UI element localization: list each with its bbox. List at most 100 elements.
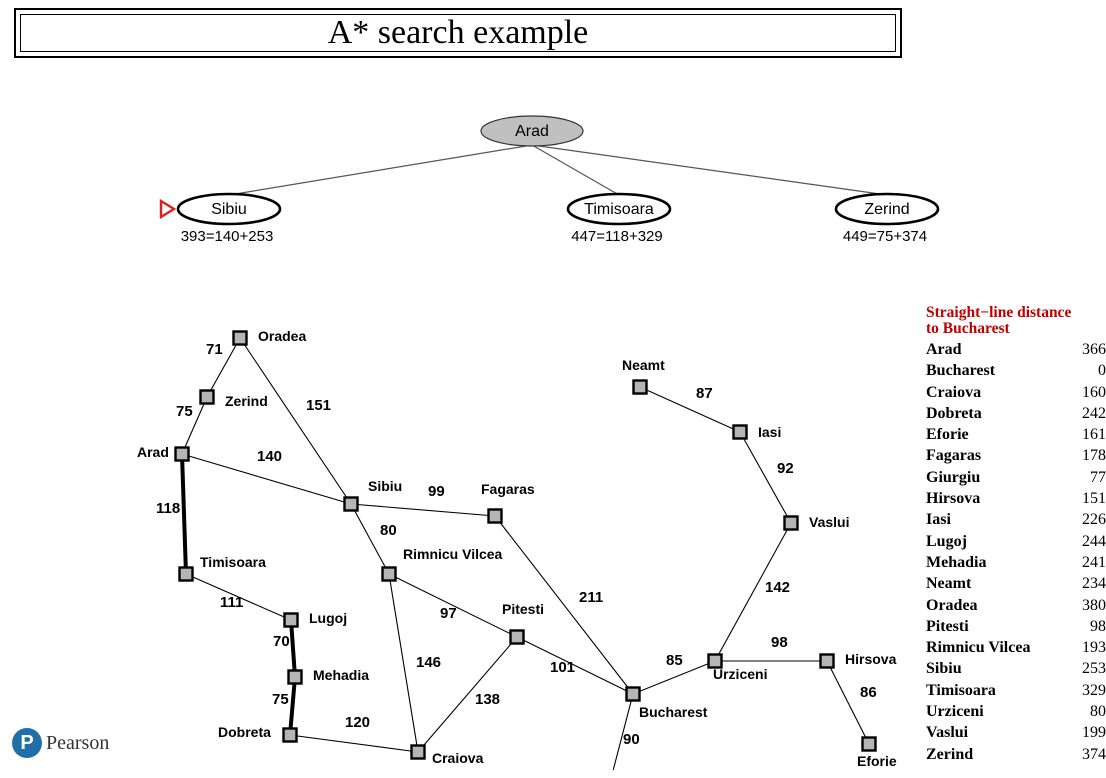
sld-distance: 0 <box>1098 362 1106 380</box>
road-vaslui-iasi <box>739 431 792 524</box>
city-label-zerind: Zerind <box>225 393 268 409</box>
sld-city: Urziceni <box>926 703 984 721</box>
road-bucharest-giurgiu <box>612 693 634 771</box>
distance-label-fagaras-bucharest: 211 <box>579 589 603 606</box>
city-label-dobreta: Dobreta <box>218 724 271 740</box>
tree-root-label: Arad <box>515 123 549 140</box>
city-node-fagaras <box>487 508 503 524</box>
road-craiova-pitesti <box>417 636 518 753</box>
distance-label-iasi-neamt: 87 <box>696 385 713 402</box>
distance-label-hirsova-eforie: 86 <box>860 684 877 701</box>
tree-edge-zerind <box>531 144 888 196</box>
sld-distance: 98 <box>1090 617 1106 635</box>
sld-distance: 199 <box>1082 724 1106 742</box>
sld-city: Iasi <box>926 511 951 529</box>
expand-marker-icon <box>159 198 177 220</box>
slide-title-frame: A* search example <box>14 8 902 58</box>
distance-label-rimnicu-vilcea-pitesti: 97 <box>440 605 457 622</box>
city-node-vaslui <box>783 515 799 531</box>
distance-label-lugoj-mehadia: 70 <box>273 633 290 650</box>
distance-label-pitesti-bucharest: 101 <box>550 659 575 676</box>
sld-distance: 253 <box>1082 660 1106 678</box>
tree-node-timisoara <box>566 192 672 226</box>
sld-title: Straight−line distance to Bucharest <box>926 305 1106 337</box>
city-label-pitesti: Pitesti <box>502 601 544 617</box>
distance-label-urziceni-hirsova: 98 <box>771 634 788 651</box>
road-sibiu-fagaras <box>350 503 496 517</box>
distance-label-oradea-zerind: 71 <box>206 341 223 358</box>
sld-city: Vaslui <box>926 724 969 742</box>
sld-title-line2: to Bucharest <box>926 320 1010 337</box>
road-oradea-sibiu <box>239 337 352 505</box>
road-dobreta-craiova <box>289 734 419 753</box>
sld-distance: 329 <box>1082 681 1106 699</box>
distance-label-rimnicu-vilcea-craiova: 146 <box>416 654 441 671</box>
city-label-mehadia: Mehadia <box>313 667 369 683</box>
road-lugoj-mehadia <box>289 619 297 678</box>
distance-label-vaslui-iasi: 92 <box>777 460 794 477</box>
sld-city: Pitesti <box>926 617 969 635</box>
distance-label-craiova-pitesti: 138 <box>475 691 500 708</box>
sld-row-bucharest: Bucharest 0 <box>926 361 1106 382</box>
sld-row-neamt: Neamt 234 <box>926 574 1106 595</box>
road-zerind-arad <box>181 396 208 455</box>
city-node-mehadia <box>287 669 303 685</box>
city-node-urziceni <box>707 653 723 669</box>
distance-label-mehadia-dobreta: 75 <box>272 691 289 708</box>
distance-label-oradea-sibiu: 151 <box>306 397 331 414</box>
city-label-urziceni: Urziceni <box>713 666 767 682</box>
sld-distance: 234 <box>1082 575 1106 593</box>
tree-edge-sibiu <box>228 144 533 196</box>
sld-distance: 366 <box>1082 341 1106 358</box>
city-label-oradea: Oradea <box>258 328 306 344</box>
distance-label-urziceni-vaslui: 142 <box>765 579 790 596</box>
sld-city: Oradea <box>926 596 978 614</box>
city-label-iasi: Iasi <box>758 424 781 440</box>
sld-city: Bucharest <box>926 362 996 380</box>
city-node-lugoj <box>283 612 299 628</box>
sld-distance: 178 <box>1082 447 1106 465</box>
city-node-pitesti <box>509 629 525 645</box>
sld-distance: 380 <box>1082 596 1106 614</box>
sld-distance: 374 <box>1082 745 1106 763</box>
city-label-lugoj: Lugoj <box>309 610 347 626</box>
tree-score-sibiu: 393=140+253 <box>181 228 274 245</box>
city-node-bucharest <box>625 686 641 702</box>
distance-label-sibiu-rimnicu-vilcea: 80 <box>380 522 397 539</box>
sld-distance: 80 <box>1090 703 1106 721</box>
road-urziceni-vaslui <box>714 522 792 662</box>
sld-city: Eforie <box>926 426 969 444</box>
road-hirsova-eforie <box>826 660 870 745</box>
road-arad-timisoara <box>180 453 188 575</box>
sld-distance: 193 <box>1082 639 1106 657</box>
city-label-eforie: Eforie <box>857 753 897 769</box>
pearson-brand: P Pearson <box>12 728 109 758</box>
city-label-hirsova: Hirsova <box>845 651 897 667</box>
sld-distance: 241 <box>1082 553 1106 571</box>
road-pitesti-bucharest <box>516 636 634 695</box>
road-sibiu-rimnicu-vilcea <box>350 503 390 575</box>
sld-city: Dobreta <box>926 404 982 422</box>
sld-title-line1: Straight−line distance <box>926 304 1072 321</box>
sld-distance: 77 <box>1090 468 1106 486</box>
tree-score-zerind: 449=75+374 <box>843 228 927 245</box>
road-bucharest-urziceni <box>632 660 716 695</box>
tree-score-timisoara: 447=118+329 <box>571 228 663 245</box>
sld-city: Lugoj <box>926 532 967 550</box>
sld-distance: 242 <box>1082 404 1106 422</box>
pearson-wordmark: Pearson <box>46 731 110 754</box>
tree-node-label-zerind: Zerind <box>864 201 909 218</box>
distance-label-dobreta-craiova: 120 <box>345 714 370 731</box>
tree-node-label-sibiu: Sibiu <box>211 201 247 218</box>
city-label-neamt: Neamt <box>622 357 665 373</box>
city-node-sibiu <box>343 496 359 512</box>
sld-city: Neamt <box>926 575 972 593</box>
